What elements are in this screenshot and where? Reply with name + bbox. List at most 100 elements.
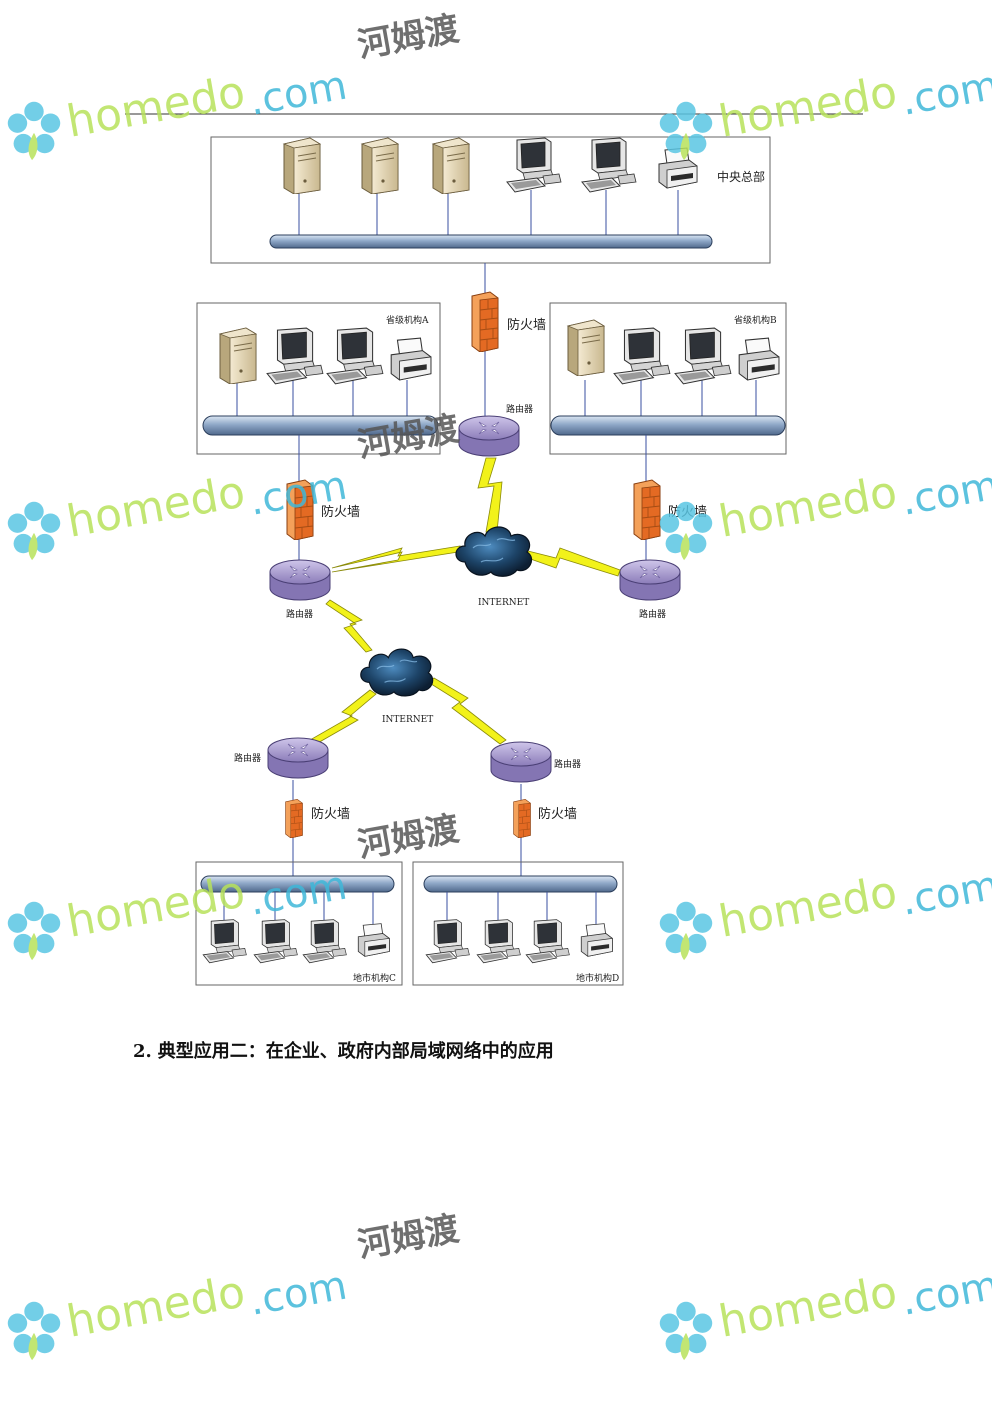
server-icon [432, 137, 470, 194]
workstation-icon [253, 919, 298, 964]
workstation-icon [476, 919, 521, 964]
router-icon [458, 415, 520, 457]
router-label: 路由器 [639, 608, 666, 620]
svg-text:homedo: homedo [715, 866, 901, 947]
provincial-b-label: 省级机构B [734, 314, 777, 326]
router-label: 路由器 [234, 752, 261, 764]
workstation-icon [326, 327, 384, 385]
homedo-logo-icon [659, 901, 713, 961]
network-bus [550, 415, 786, 436]
firewall-label: 防火墙 [311, 806, 350, 822]
city-d-frame [412, 861, 624, 986]
section-caption: 2.典型应用二：在企业、政府内部局域网络中的应用 [133, 1037, 560, 1063]
watermark: homedo .com [659, 63, 992, 161]
city-c-frame [195, 861, 403, 986]
watermark: homedo .com [659, 1263, 992, 1361]
caption-number: 2. [133, 1041, 152, 1062]
provincial-a-network: 省级机构A [196, 302, 441, 455]
router-label: 路由器 [286, 608, 313, 620]
city-d-network: 地市机构D [412, 861, 624, 986]
network-bus [269, 234, 713, 249]
printer-icon [580, 923, 613, 957]
svg-text:homedo: homedo [715, 66, 901, 147]
printer-icon [357, 923, 390, 957]
city-c-label: 地市机构C [353, 972, 396, 984]
firewall-icon [285, 798, 303, 838]
lightning-link [477, 457, 503, 533]
server-icon [361, 137, 399, 194]
server-icon [219, 327, 257, 384]
network-bus [423, 875, 618, 893]
workstation-icon [581, 137, 637, 193]
lightning-link [331, 545, 461, 573]
workstation-icon [525, 919, 570, 964]
svg-text:.com: .com [898, 863, 992, 925]
router-label: 路由器 [506, 403, 533, 415]
lightning-link [325, 599, 373, 653]
watermark: homedo .com [659, 463, 992, 561]
printer-icon [658, 147, 698, 189]
svg-text:homedo: homedo [63, 466, 249, 547]
provincial-b-frame [549, 302, 787, 455]
caption-text: 典型应用二：在企业、政府内部局域网络中的应用 [157, 1041, 554, 1062]
homedo-logo-icon [7, 901, 61, 961]
svg-text:河姆渡: 河姆渡 [355, 9, 462, 66]
router-label: 路由器 [554, 758, 581, 770]
printer-icon [390, 337, 432, 381]
watermark: homedo .com [659, 863, 992, 961]
firewall-icon [513, 798, 531, 838]
homedo-logo-icon [7, 1301, 61, 1361]
workstation-icon [674, 327, 732, 385]
server-icon [283, 137, 321, 194]
svg-text:homedo: homedo [715, 466, 901, 547]
svg-text:.com: .com [246, 863, 351, 925]
svg-text:河姆渡: 河姆渡 [355, 1209, 462, 1266]
svg-text:河姆渡: 河姆渡 [355, 809, 462, 866]
provincial-b-network: 省级机构B [549, 302, 787, 455]
firewall-label: 防火墙 [507, 317, 546, 333]
router-icon [267, 737, 329, 779]
city-c-network: 地市机构C [195, 861, 403, 986]
server-icon [567, 319, 605, 376]
svg-text:.com: .com [246, 63, 351, 125]
firewall-icon [471, 291, 499, 352]
homedo-logo-icon [7, 101, 61, 161]
firewall-icon [633, 479, 661, 540]
router-icon [490, 741, 552, 783]
svg-text:.com: .com [898, 63, 992, 125]
internet-label: INTERNET [478, 598, 529, 608]
lightning-link [521, 547, 621, 577]
svg-text:homedo: homedo [63, 1266, 249, 1347]
router-icon [619, 559, 681, 601]
cloud-icon [455, 526, 533, 577]
network-bus [202, 415, 439, 436]
network-bus [200, 875, 395, 893]
workstation-icon [506, 137, 562, 193]
lightning-link [427, 677, 507, 745]
workstation-icon [425, 919, 470, 964]
headquarters-frame [210, 136, 771, 264]
homedo-logo-icon [659, 1301, 713, 1361]
workstation-icon [266, 327, 324, 385]
provincial-a-frame [196, 302, 441, 455]
printer-icon [738, 337, 780, 381]
city-d-label: 地市机构D [576, 972, 619, 984]
headquarters-network: 中央总部 [210, 136, 771, 264]
router-icon [269, 559, 331, 601]
headquarters-label: 中央总部 [717, 169, 765, 184]
watermark-layer: homedo .com 河姆渡 homedo .com homedo .com … [7, 9, 992, 1361]
homedo-logo-icon [7, 501, 61, 561]
provincial-a-label: 省级机构A [386, 314, 429, 326]
workstation-icon [613, 327, 671, 385]
svg-text:.com: .com [898, 1263, 992, 1325]
internet-label: INTERNET [382, 715, 433, 725]
lightning-link [309, 689, 377, 745]
svg-text:.com: .com [898, 463, 992, 525]
svg-text:homedo: homedo [715, 1266, 901, 1347]
firewall-label: 防火墙 [321, 504, 360, 520]
workstation-icon [302, 919, 347, 964]
workstation-icon [202, 919, 247, 964]
firewall-label: 防火墙 [538, 806, 577, 822]
svg-text:.com: .com [246, 1263, 351, 1325]
